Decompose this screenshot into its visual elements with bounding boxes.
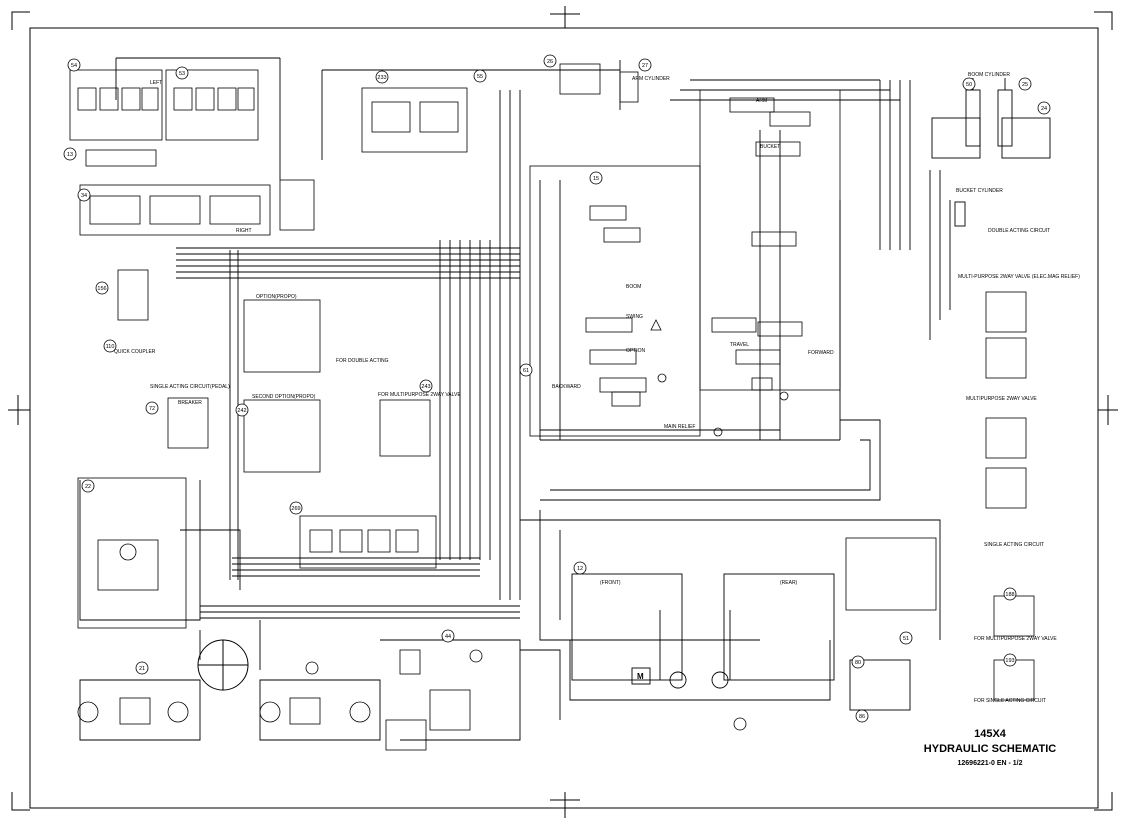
callout: 12 [577, 566, 583, 572]
option-circuits-right [845, 291, 1035, 701]
tank-filters [385, 649, 747, 751]
travel-motors [77, 697, 371, 725]
for-multipurpose-label: FOR MULTIPURPOSE 2WAY VALVE [378, 392, 461, 398]
travel-pilot-valves [279, 63, 639, 231]
callout: 72 [149, 406, 155, 412]
swing-joint [197, 639, 249, 691]
callout: 55 [477, 74, 483, 80]
callout-bubbles [63, 54, 1051, 723]
pilot-left-label: LEFT [150, 80, 162, 86]
callout: 13 [67, 152, 73, 158]
main-pump [571, 573, 911, 711]
hydraulic-lines [79, 57, 951, 741]
callout: 24 [1041, 106, 1047, 112]
option-label: OPTION [626, 348, 646, 354]
bucket-cylinder-label: BUCKET CYLINDER [956, 188, 1003, 194]
note-single-acting: FOR SINGLE ACTING CIRCUIT [974, 698, 1046, 704]
travel-label: TRAVEL [730, 342, 749, 348]
arm-cylinder-label: ARM CYLINDER [632, 76, 670, 82]
component-labels: ARM CYLINDER BOOM CYLINDER BUCKET CYLIND… [114, 72, 1080, 704]
callout: 110 [106, 344, 115, 350]
sheet-frame [8, 6, 1118, 818]
pilot-right-label: RIGHT [236, 228, 252, 234]
breaker-label: BREAKER [178, 400, 202, 406]
multipurpose-2way-label: MULTIPURPOSE 2WAY VALVE [966, 396, 1037, 402]
cylinders [931, 78, 1051, 227]
pump-front-label: (FRONT) [600, 580, 621, 586]
second-option-label: SECOND OPTION(PROPO) [252, 394, 316, 400]
callout: 188 [1005, 592, 1014, 598]
pump-rear-label: (REAR) [780, 580, 798, 586]
for-double-acting-label: FOR DOUBLE ACTING [336, 358, 389, 364]
quick-coupler-label: QUICK COUPLER [114, 349, 156, 355]
callout: 21 [139, 666, 145, 672]
callout: 53 [179, 71, 185, 77]
callout-numbers: 54 53 55 233 26 27 50 25 24 34 15 13 61 … [67, 59, 1047, 720]
arm-label: ARM [756, 98, 767, 104]
forward-label: FORWARD [808, 350, 834, 356]
document-number: 12696221-0 EN - 1/2 [958, 760, 1023, 767]
bucket-label: BUCKET [760, 144, 780, 150]
swing-label: SWING [626, 314, 643, 320]
model-number: 145X4 [974, 728, 1007, 740]
callout: 34 [81, 193, 87, 199]
callout: 54 [71, 63, 77, 69]
callout: 22 [85, 484, 91, 490]
main-relief-label: MAIN RELIEF [664, 424, 695, 430]
note-mp-valve: FOR MULTIPURPOSE 2WAY VALVE [974, 636, 1057, 642]
double-acting-label: DOUBLE ACTING CIRCUIT [988, 228, 1050, 234]
callout: 86 [859, 714, 865, 720]
callout: 15 [593, 176, 599, 182]
callout: 243 [421, 384, 430, 390]
callout: 44 [445, 634, 451, 640]
callout: 269 [291, 506, 300, 512]
single-acting-label: SINGLE ACTING CIRCUIT [984, 542, 1044, 548]
backward-label: BACKWARD [552, 384, 581, 390]
pilot-valve-left [69, 69, 271, 629]
motor-label: M [637, 672, 644, 681]
callout: 61 [523, 368, 529, 374]
main-control-valve [529, 89, 841, 437]
callout: 242 [237, 408, 246, 414]
callout: 27 [642, 63, 648, 69]
single-acting-pedal-label: SINGLE ACTING CIRCUIT(PEDAL) [150, 384, 230, 390]
boom-label: BOOM [626, 284, 641, 290]
schematic-title: HYDRAULIC SCHEMATIC [924, 743, 1056, 755]
option-propo-label: OPTION(PROPO) [256, 294, 297, 300]
callout: 50 [966, 82, 972, 88]
boom-cylinder-label: BOOM CYLINDER [968, 72, 1010, 78]
callout: 80 [855, 660, 861, 666]
callout: 233 [377, 75, 386, 81]
callout: 25 [1022, 82, 1028, 88]
callout: 156 [97, 286, 106, 292]
title-block: 145X4 HYDRAULIC SCHEMATIC 12696221-0 EN … [924, 728, 1056, 767]
callout: 26 [547, 59, 553, 65]
option-valves-mid [243, 299, 437, 569]
callout: 51 [903, 636, 909, 642]
callout: 193 [1005, 658, 1014, 664]
multipurpose-elec-relief-label: MULTI-PURPOSE 2WAY VALVE (ELEC.MAG RELIE… [958, 274, 1080, 280]
